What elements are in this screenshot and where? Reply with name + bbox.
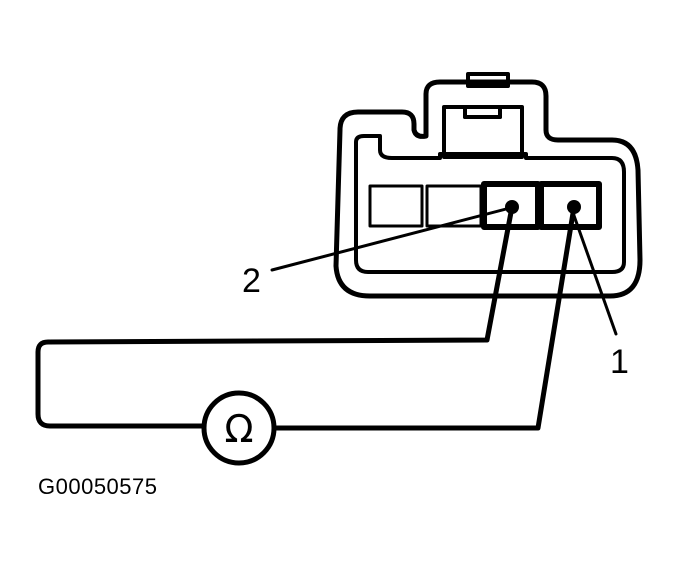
callout-label-1: 1 — [610, 343, 629, 381]
test-lead-right — [271, 204, 577, 431]
terminal-cavity-3 — [425, 184, 483, 228]
ohm-symbol: Ω — [224, 407, 253, 451]
callout-label-2: 2 — [242, 262, 261, 300]
connector-housing-outer — [333, 79, 643, 299]
figure-id: G00050575 — [38, 474, 158, 499]
test-lead-left — [35, 204, 515, 429]
connector-latch — [442, 72, 524, 159]
ohmmeter-icon: Ω — [201, 390, 277, 466]
callout-leader-1 — [570, 208, 618, 336]
connector-housing-inner — [354, 134, 626, 274]
callout-leader-2 — [270, 206, 512, 272]
terminal-cavity-4 — [368, 184, 424, 228]
